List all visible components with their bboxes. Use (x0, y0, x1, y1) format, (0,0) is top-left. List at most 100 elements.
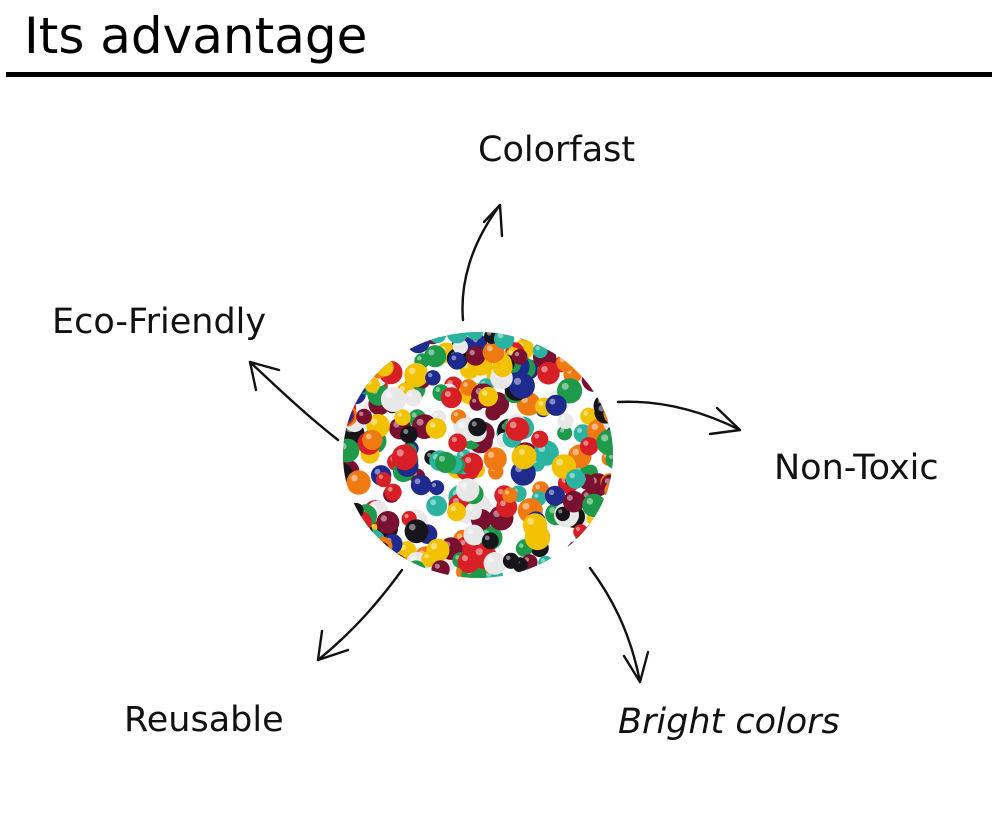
bead-highlight (370, 418, 378, 425)
bead-highlight (602, 521, 610, 529)
bead-highlight (349, 387, 356, 394)
bead (361, 529, 386, 554)
bead-highlight (535, 484, 541, 490)
bead-highlight (608, 405, 613, 413)
bead-highlight (381, 570, 387, 576)
bead-highlight (577, 427, 583, 433)
bead-highlight (429, 421, 436, 428)
bead-highlight (534, 433, 540, 439)
bead (364, 377, 380, 393)
bead-highlight (434, 563, 440, 569)
bead-highlight (450, 505, 456, 512)
bead (604, 504, 613, 530)
bead-highlight (611, 557, 613, 564)
bead-highlight (601, 514, 606, 519)
bead (580, 407, 598, 425)
bead (600, 358, 613, 380)
bead-highlight (548, 489, 555, 496)
bead (375, 472, 392, 488)
bead (483, 552, 507, 575)
bead (578, 354, 595, 370)
bead-highlight (439, 455, 445, 462)
bead-highlight (433, 412, 438, 417)
bead-highlight (367, 380, 372, 385)
bead (602, 545, 613, 562)
bead-highlight (453, 412, 458, 417)
bead-highlight (518, 543, 524, 548)
bead (502, 487, 518, 503)
bead (363, 549, 387, 572)
bead-highlight (380, 515, 387, 522)
bead (581, 366, 607, 392)
bead (511, 349, 528, 365)
bead-highlight (532, 332, 537, 334)
bead-highlight (465, 456, 472, 464)
bead (435, 451, 457, 474)
bead-highlight (606, 414, 613, 422)
bead-highlight (385, 556, 392, 563)
bead-highlight (576, 526, 581, 532)
bead (426, 495, 448, 517)
bead (346, 470, 371, 495)
bead-highlight (343, 332, 344, 337)
bead-highlight (527, 517, 535, 525)
bead-highlight (460, 482, 467, 490)
bead (348, 372, 364, 389)
bead-highlight (470, 330, 474, 332)
bead-highlight (569, 472, 575, 479)
bead-highlight (518, 449, 525, 455)
bead-highlight (374, 366, 379, 371)
bead-highlight (340, 408, 342, 414)
bead-highlight (351, 505, 356, 511)
bead-highlight (409, 523, 416, 531)
bead-highlight (356, 352, 361, 357)
bead-highlight (456, 533, 463, 539)
bead (456, 478, 480, 502)
bead-highlight (451, 355, 457, 361)
bead (502, 552, 520, 569)
bead (537, 361, 560, 385)
bead (343, 438, 360, 463)
bead (447, 502, 466, 522)
bead-highlight (463, 382, 468, 387)
bead-highlight (403, 429, 409, 434)
bead-highlight (343, 410, 345, 415)
bead-highlight (459, 451, 464, 457)
bead (582, 493, 606, 518)
bead (557, 425, 573, 441)
bead (404, 519, 429, 544)
bead (600, 338, 613, 363)
bead (381, 552, 404, 575)
bead (588, 533, 611, 557)
bead-highlight (535, 346, 540, 351)
bead-highlight (500, 500, 506, 507)
bead (394, 409, 411, 426)
bead (478, 386, 499, 407)
bead (592, 332, 611, 341)
bead-highlight (367, 553, 375, 560)
bead-highlight (564, 568, 572, 576)
bead (385, 553, 407, 575)
bead (431, 560, 450, 578)
bead-highlight (435, 387, 441, 393)
arrow-colorfast (461, 203, 504, 322)
bead-highlight (608, 570, 613, 576)
bead (384, 483, 402, 501)
bead-highlight (605, 548, 611, 553)
bead (586, 522, 602, 538)
bead-highlight (407, 392, 413, 398)
bead-highlight (586, 498, 594, 505)
bead-highlight (534, 493, 539, 498)
bead (579, 437, 599, 456)
bead (353, 349, 370, 366)
bead (605, 567, 613, 578)
label-colorfast: Colorfast (478, 130, 636, 170)
bead-highlight (381, 334, 389, 342)
title-underline (6, 72, 992, 77)
bead (343, 332, 354, 348)
bead-highlight (410, 564, 416, 570)
bead-highlight (497, 332, 504, 339)
bead (378, 566, 398, 578)
bead-highlight (410, 564, 415, 569)
bead-highlight (387, 565, 393, 571)
